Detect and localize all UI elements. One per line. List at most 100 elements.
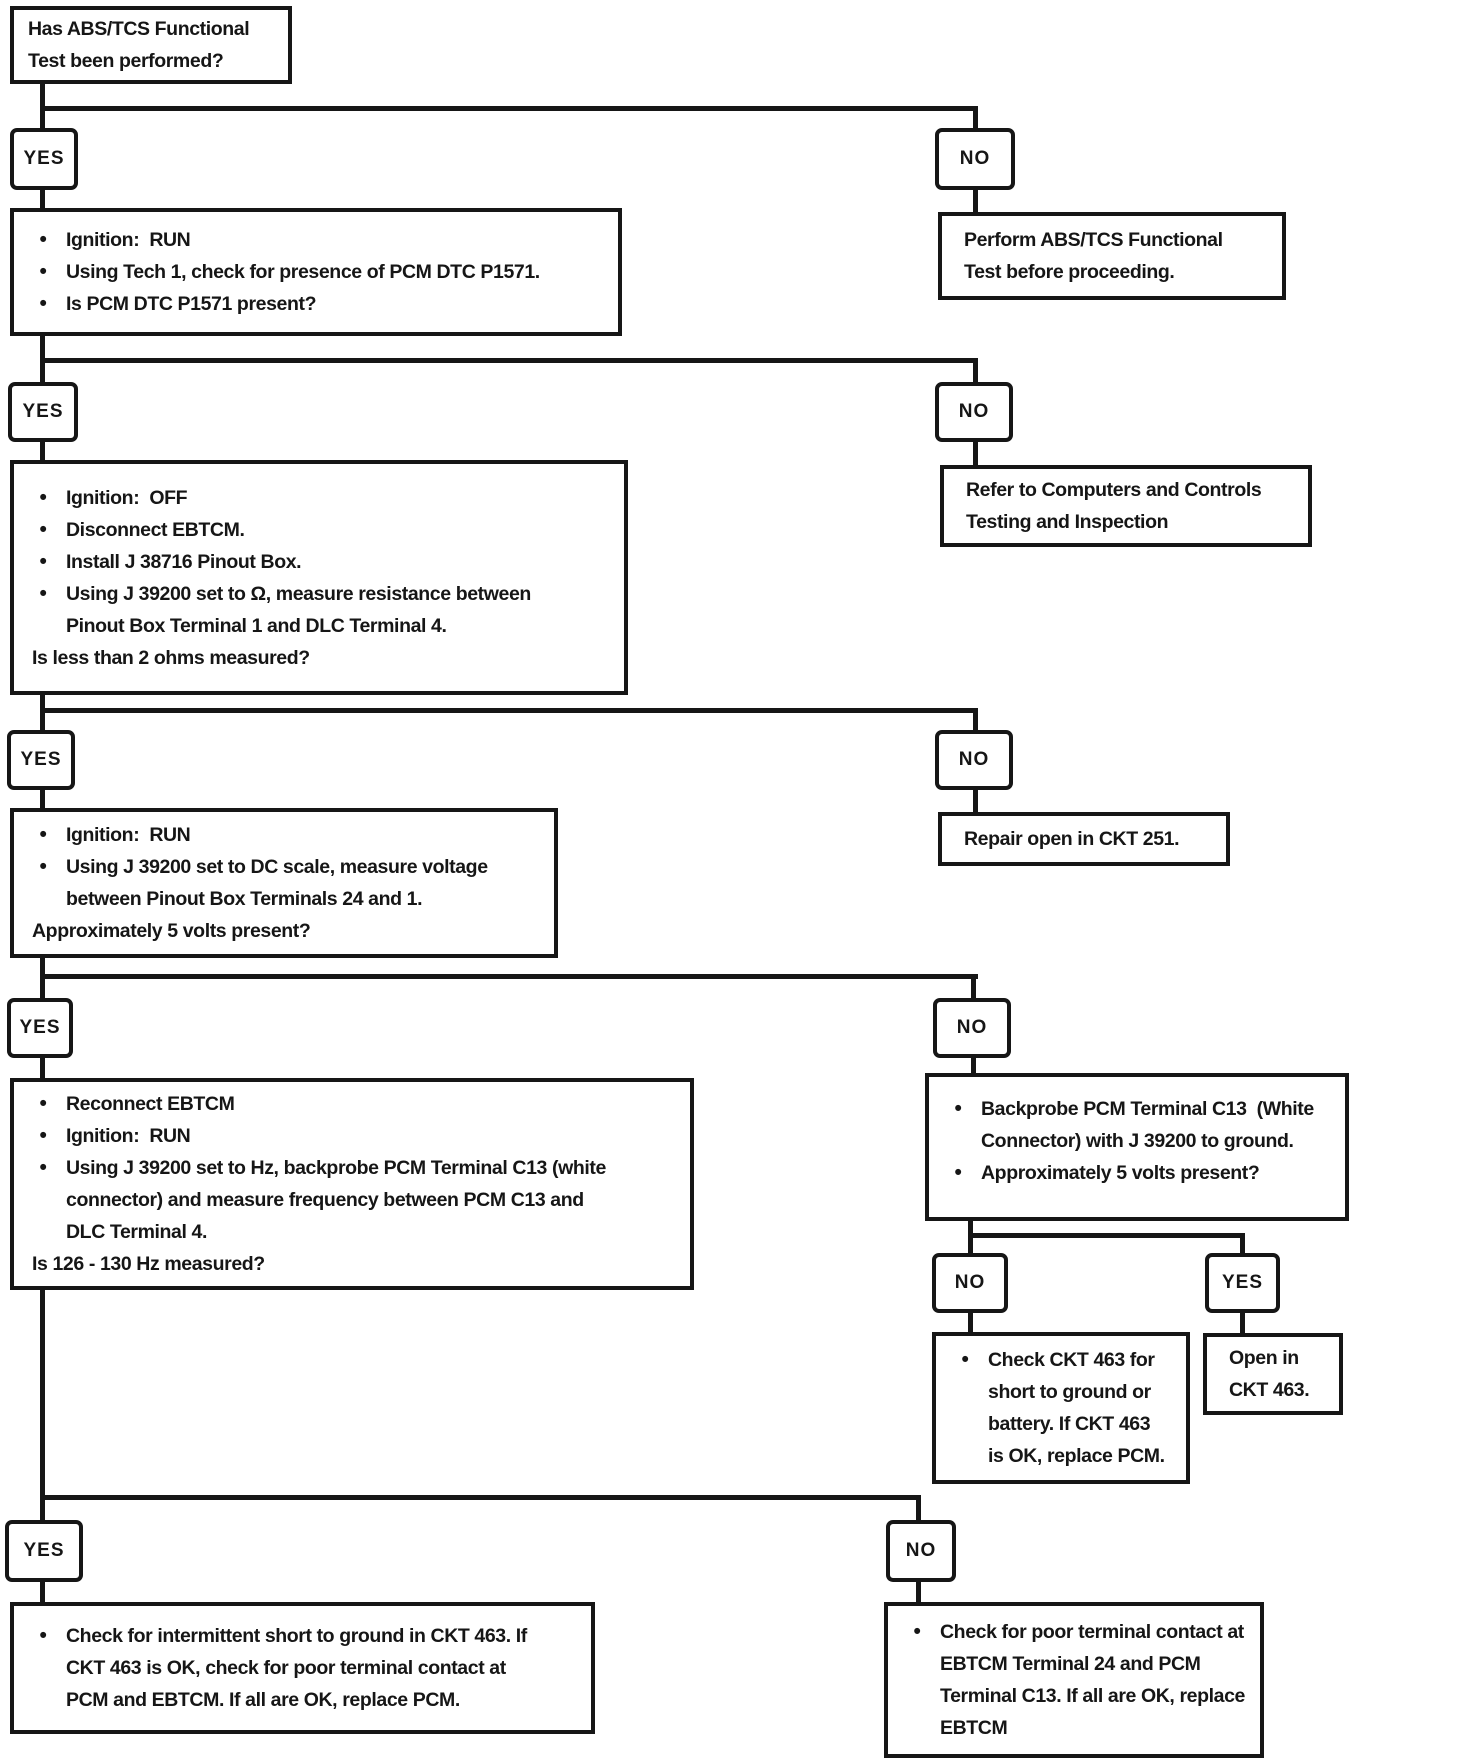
bullet-continuation: battery. If CKT 463 xyxy=(942,1408,1180,1440)
step-text: DLC Terminal 4. xyxy=(66,1221,208,1243)
text-line: Refer to Computers and Controls xyxy=(950,474,1302,506)
step-text: Using Tech 1, check for presence of PCM … xyxy=(66,261,540,283)
step-text: Using J 39200 set to Ω, measure resistan… xyxy=(66,582,531,605)
indent-spacer xyxy=(20,1184,66,1216)
bullet-icon xyxy=(20,224,66,256)
bullet-item: Using J 39200 set to Ω, measure resistan… xyxy=(20,578,618,610)
indent-spacer xyxy=(894,1712,940,1744)
connector-line xyxy=(973,708,978,732)
bullet-item: Install J 38716 Pinout Box. xyxy=(20,546,618,578)
step-text: Check for poor terminal contact at xyxy=(940,1621,1244,1643)
connector-line xyxy=(968,1313,973,1334)
action-measure-voltage: Ignition: RUN Using J 39200 set to DC sc… xyxy=(10,808,558,958)
step-text: Refer to Computers and Controls xyxy=(966,479,1262,501)
question-line: Is 126 - 130 Hz measured? xyxy=(20,1248,684,1280)
decision-no-2: NO xyxy=(935,382,1013,442)
bullet-item: Ignition: RUN xyxy=(20,819,548,851)
step-text: Is 126 - 130 Hz measured? xyxy=(32,1253,265,1275)
no-label: NO xyxy=(958,749,990,770)
action-open-ckt463: Open in CKT 463. xyxy=(1203,1333,1343,1415)
bullet-icon xyxy=(20,578,66,610)
connector-line xyxy=(40,1290,45,1522)
decision-yes-2: YES xyxy=(8,382,78,442)
yes-label: YES xyxy=(20,749,62,770)
indent-spacer xyxy=(20,1652,66,1684)
indent-spacer xyxy=(894,1680,940,1712)
step-text: between Pinout Box Terminals 24 and 1. xyxy=(66,888,423,910)
connector-line xyxy=(40,790,45,810)
bullet-continuation: PCM and EBTCM. If all are OK, replace PC… xyxy=(20,1684,585,1716)
connector-line xyxy=(40,358,978,363)
action-backprobe-pcm: Backprobe PCM Terminal C13 (White Connec… xyxy=(925,1073,1349,1221)
decision-yes-4b: YES xyxy=(1205,1253,1280,1313)
bullet-continuation: Connector) with J 39200 to ground. xyxy=(935,1125,1339,1157)
bullet-item: Using J 39200 set to Hz, backprobe PCM T… xyxy=(20,1152,684,1184)
bullet-item: Using Tech 1, check for presence of PCM … xyxy=(20,256,612,288)
bullet-icon xyxy=(20,288,66,320)
bullet-icon xyxy=(894,1616,940,1648)
indent-spacer xyxy=(942,1376,988,1408)
indent-spacer xyxy=(894,1648,940,1680)
bullet-item: Is PCM DTC P1571 present? xyxy=(20,288,612,320)
bullet-icon xyxy=(20,1120,66,1152)
step-text: Ignition: RUN xyxy=(66,824,191,846)
step-text: Reconnect EBTCM xyxy=(66,1093,235,1115)
step-text: PCM and EBTCM. If all are OK, replace PC… xyxy=(66,1689,460,1711)
connector-line xyxy=(916,1582,921,1604)
step-text: Open in xyxy=(1229,1347,1299,1369)
decision-yes-3: YES xyxy=(7,730,75,790)
bullet-continuation: between Pinout Box Terminals 24 and 1. xyxy=(20,883,548,915)
yes-label: YES xyxy=(22,401,64,422)
bullet-continuation: Pinout Box Terminal 1 and DLC Terminal 4… xyxy=(20,610,618,642)
yes-label: YES xyxy=(23,1540,65,1561)
bullet-item: Disconnect EBTCM. xyxy=(20,514,618,546)
step-text: connector) and measure frequency between… xyxy=(66,1189,584,1211)
bullet-item: Using J 39200 set to DC scale, measure v… xyxy=(20,851,548,883)
bullet-item: Backprobe PCM Terminal C13 (White xyxy=(935,1093,1339,1125)
indent-spacer xyxy=(20,610,66,642)
decision-no-3: NO xyxy=(935,730,1013,790)
no-label: NO xyxy=(956,1017,988,1038)
bullet-icon xyxy=(20,1088,66,1120)
step-text: Approximately 5 volts present? xyxy=(32,920,311,942)
question-line: Is less than 2 ohms measured? xyxy=(20,642,618,674)
decision-yes-4: YES xyxy=(7,998,73,1058)
step-text: Using J 39200 set to Hz, backprobe PCM T… xyxy=(66,1157,606,1179)
connector-line xyxy=(973,790,978,814)
text-line: CKT 463. xyxy=(1213,1374,1333,1406)
bullet-continuation: is OK, replace PCM. xyxy=(942,1440,1180,1472)
step-text: short to ground or xyxy=(988,1381,1151,1403)
bullet-item: Reconnect EBTCM xyxy=(20,1088,684,1120)
step-text: EBTCM Terminal 24 and PCM xyxy=(940,1653,1201,1675)
step-text: Using J 39200 set to DC scale, measure v… xyxy=(66,856,488,878)
indent-spacer xyxy=(20,1684,66,1716)
step-text: Ignition: RUN xyxy=(66,229,191,251)
step-text: Perform ABS/TCS Functional xyxy=(964,229,1223,251)
action-check-ckt463: Check CKT 463 for short to ground or bat… xyxy=(932,1332,1190,1484)
bullet-continuation: DLC Terminal 4. xyxy=(20,1216,684,1248)
indent-spacer xyxy=(942,1440,988,1472)
step-text: Backprobe PCM Terminal C13 (White xyxy=(981,1098,1314,1120)
bullet-icon xyxy=(20,514,66,546)
question-line: Approximately 5 volts present? xyxy=(20,915,548,947)
bullet-item: Approximately 5 volts present? xyxy=(935,1157,1339,1189)
connector-line xyxy=(971,1058,976,1075)
indent-spacer xyxy=(942,1408,988,1440)
connector-line xyxy=(40,1058,45,1080)
bullet-icon xyxy=(20,256,66,288)
text-line: Perform ABS/TCS Functional xyxy=(948,224,1276,256)
yes-label: YES xyxy=(1221,1272,1264,1293)
text-line: Test before proceeding. xyxy=(948,256,1276,288)
connector-line xyxy=(1240,1313,1245,1335)
step-text: is OK, replace PCM. xyxy=(988,1445,1165,1467)
action-perform-functional-test: Perform ABS/TCS Functional Test before p… xyxy=(938,212,1286,300)
no-label: NO xyxy=(954,1272,986,1293)
step-text: Is less than 2 ohms measured? xyxy=(32,646,310,669)
bullet-icon xyxy=(20,1152,66,1184)
bullet-continuation: Terminal C13. If all are OK, replace xyxy=(894,1680,1254,1712)
step-text: Terminal C13. If all are OK, replace xyxy=(940,1685,1245,1707)
connector-line xyxy=(40,708,978,713)
indent-spacer xyxy=(20,883,66,915)
action-intermittent-short: Check for intermittent short to ground i… xyxy=(10,1602,595,1734)
